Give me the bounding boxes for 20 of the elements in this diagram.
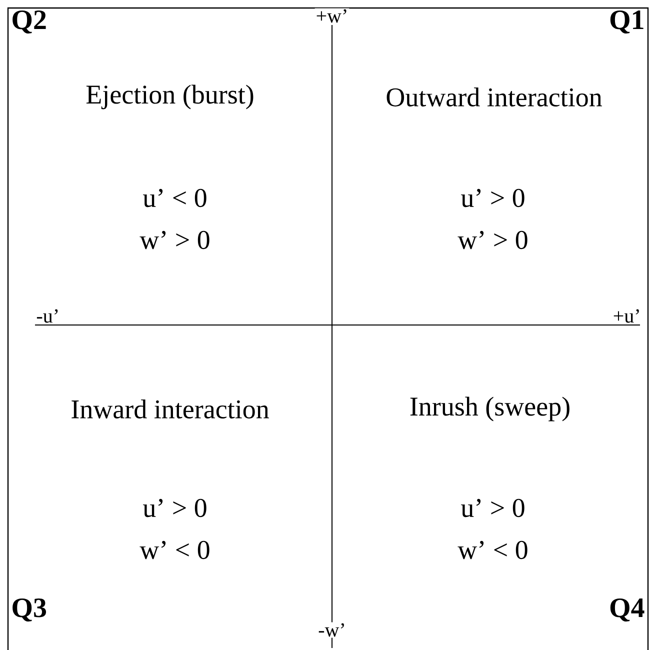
quadrant-label: Q1 (608, 9, 646, 35)
condition-text: u’ > 0 (460, 498, 526, 518)
quadrant-label: Q4 (608, 597, 646, 623)
axis-label: +w’ (314, 8, 350, 24)
condition-text: u’ < 0 (142, 188, 208, 208)
quadrant-label: Q2 (10, 9, 48, 35)
axis-label: -w’ (317, 622, 347, 638)
condition-text: w’ < 0 (138, 540, 212, 560)
quadrant-title: Inrush (sweep) (408, 396, 572, 422)
axis-label: +u’ (612, 308, 642, 324)
quadrant-title: Outward interaction (384, 86, 604, 108)
axis-label: -u’ (35, 308, 61, 324)
condition-text: w’ > 0 (456, 230, 530, 250)
condition-text: u’ > 0 (142, 498, 208, 518)
condition-text: u’ > 0 (460, 188, 526, 208)
quadrant-title: Ejection (burst) (84, 84, 256, 110)
quadrant-title: Inward interaction (70, 398, 270, 420)
quadrant-label: Q3 (10, 597, 48, 623)
condition-text: w’ > 0 (138, 230, 212, 250)
condition-text: w’ < 0 (456, 540, 530, 560)
